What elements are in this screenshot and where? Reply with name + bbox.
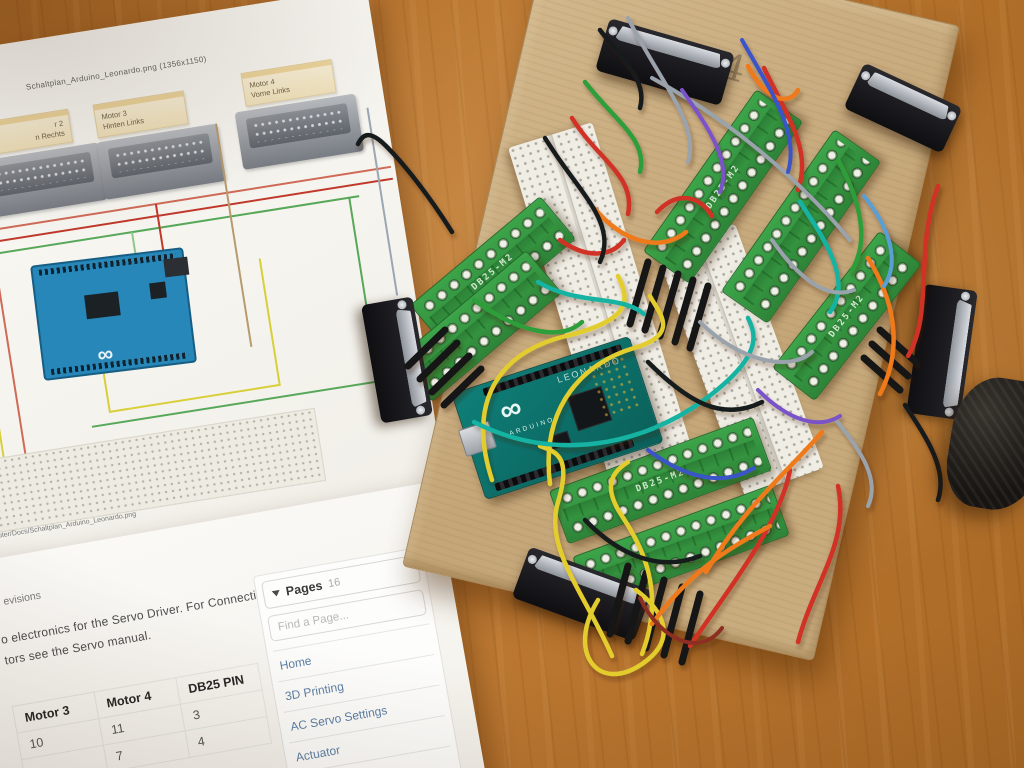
- schematic-paper: Schaltplan_Arduino_Leonardo.png (1356x11…: [0, 0, 448, 574]
- arduino-schematic-drawing: ∞: [30, 247, 198, 381]
- small-chip: [548, 430, 572, 451]
- db25-connector-drawing: [0, 142, 108, 219]
- usb-port-drawing: [163, 256, 190, 278]
- schematic-filename-text: Schaltplan_Arduino_Leonardo.png (1356x11…: [25, 54, 208, 92]
- connector-screw: [636, 593, 649, 606]
- pin-header-drawing: [38, 253, 177, 276]
- connector-screw: [719, 57, 732, 69]
- pages-panel-title: Pages: [284, 578, 324, 599]
- connector-screw: [960, 291, 971, 302]
- connector-screw: [944, 407, 955, 418]
- connector-screw: [607, 25, 619, 37]
- dsub-metal-face: [395, 307, 427, 408]
- revisions-link-text: evisions: [2, 589, 42, 608]
- pin-header-drawing: [50, 352, 189, 376]
- arduino-infinity-logo: ∞: [495, 390, 527, 429]
- pages-nav-list: Home 3D Printing AC Servo Settings Actua…: [273, 623, 467, 768]
- connector-screw: [945, 109, 958, 122]
- arduino-infinity-logo: ∞: [95, 340, 115, 367]
- connector-screw: [415, 404, 426, 416]
- mcu-chip-drawing: [84, 291, 121, 320]
- chip-drawing: [149, 281, 167, 300]
- connector-screw: [396, 299, 408, 311]
- pages-sidebar-panel: Pages 16 Find a Page... Home 3D Printing…: [252, 546, 475, 768]
- label-line: r 2: [53, 118, 64, 129]
- pin-mapping-table: Motor 3 Motor 4 DB25 PIN 10 11 3 7 4: [12, 663, 272, 768]
- label-line: n Rechts: [34, 128, 66, 143]
- triangle-down-icon: [271, 589, 281, 598]
- pages-count-badge: 16: [327, 576, 342, 591]
